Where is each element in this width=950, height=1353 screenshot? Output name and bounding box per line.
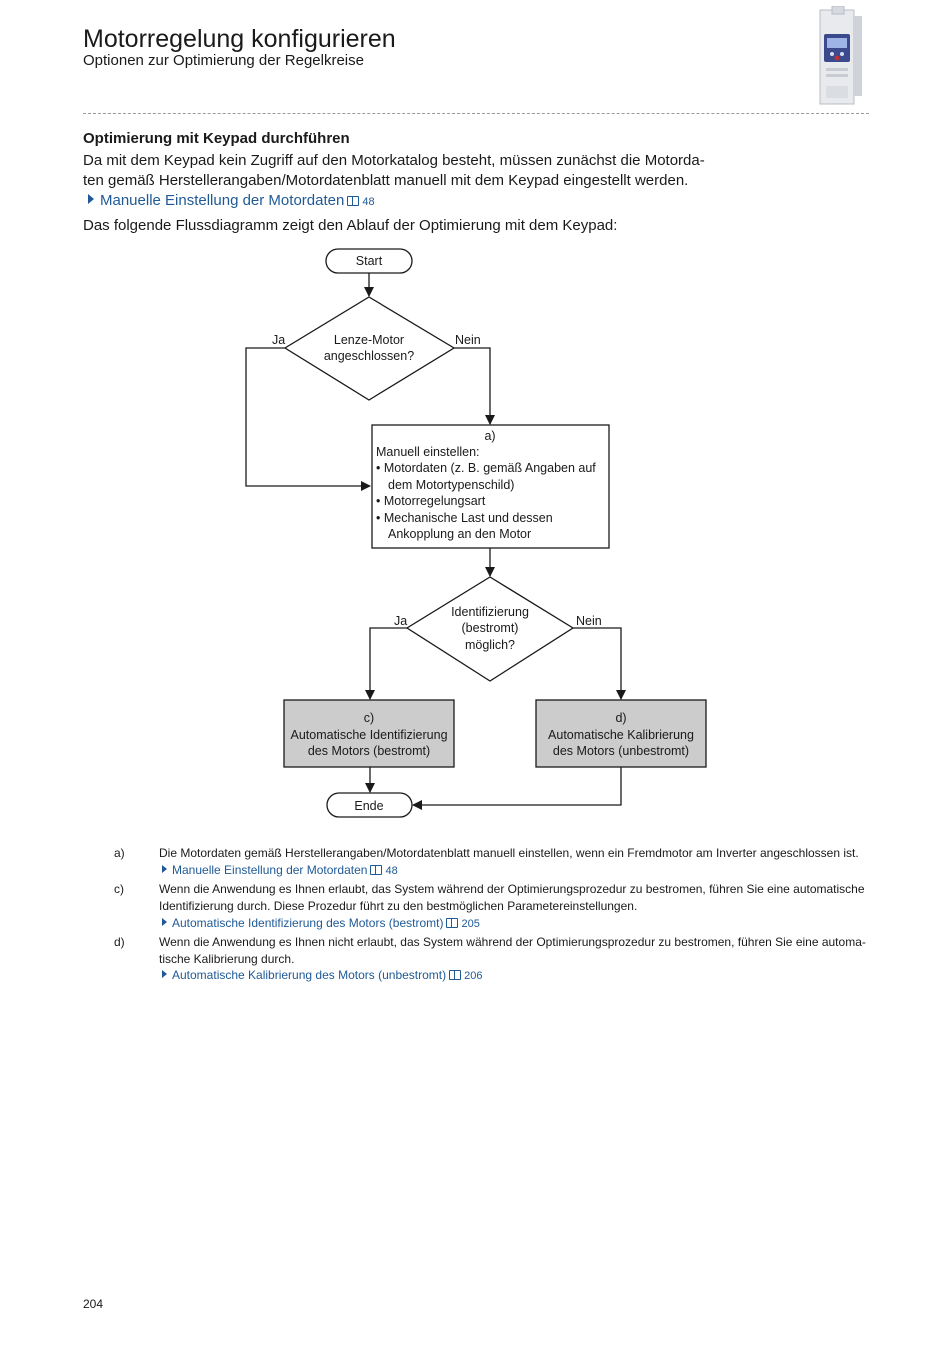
section-heading: Optimierung mit Keypad durchführen [83, 130, 350, 147]
box-a-line: Manuell einstellen: [376, 445, 480, 459]
note-link-d[interactable]: Automatische Kalibrierung des Motors (un… [162, 967, 482, 985]
intro-paragraph: Da mit dem Keypad kein Zugriff auf den M… [83, 151, 723, 191]
box-d-line: Automatische Kalibrierung [548, 728, 694, 742]
note-link-label: Manuelle Einstellung der Motordaten [172, 863, 368, 877]
box-a-line: • Mechanische Last und dessen [376, 511, 553, 525]
start-terminal [325, 248, 413, 274]
note-link-c[interactable]: Automatische Identifizierung des Motors … [162, 915, 480, 933]
note-link-page: 48 [385, 865, 398, 877]
connector-yes-to-a [245, 347, 371, 491]
intro-line: ten gemäß Herstellerangaben/Motordatenbl… [83, 172, 689, 189]
book-icon [370, 865, 383, 875]
box-a-line: • Motordaten (z. B. gemäß Angaben auf [376, 461, 596, 475]
note-link-label: Automatische Identifizierung des Motors … [172, 916, 444, 930]
note-line: Wenn die Anwendung es Ihnen erlaubt, das… [159, 882, 865, 896]
decision1-line: Lenze-Motor [334, 333, 404, 347]
note-line: Identifizierung durch. Diese Prozedur fü… [159, 899, 638, 913]
box-c-line: des Motors (bestromt) [308, 744, 430, 758]
decision2-line: Identifizierung [451, 605, 529, 619]
connector-d-end [412, 767, 622, 810]
process-box-c [283, 699, 455, 768]
decision2-no-label: Nein [576, 614, 602, 628]
decision-lenze-motor [283, 296, 456, 401]
inverter-device-image [819, 6, 862, 105]
decision2-yes-label: Ja [394, 614, 407, 628]
link-page: 48 [362, 196, 375, 208]
note-line: Wenn die Anwendung es Ihnen nicht erlaub… [159, 935, 866, 949]
box-c-line: Automatische Identifizierung [290, 728, 447, 742]
connector-yes-to-c [365, 627, 407, 700]
intro-line: Da mit dem Keypad kein Zugriff auf den M… [83, 152, 705, 169]
connector-no-to-a [454, 347, 495, 425]
note-text-a: Die Motordaten gemäß Herstellerangaben/M… [159, 845, 871, 862]
note-text-c: Wenn die Anwendung es Ihnen erlaubt, das… [159, 881, 871, 915]
note-letter-a: a) [114, 846, 125, 860]
decision2-line: möglich? [465, 638, 515, 652]
note-letter-d: d) [114, 935, 125, 949]
page-number: 204 [83, 1297, 104, 1311]
process-box-d [535, 699, 707, 768]
note-link-a[interactable]: Manuelle Einstellung der Motordaten 48 [162, 862, 398, 880]
end-label: Ende [354, 799, 383, 813]
flowchart-intro: Das folgende Flussdiagramm zeigt den Abl… [83, 217, 618, 234]
book-icon [449, 970, 462, 980]
box-d-line: des Motors (unbestromt) [553, 744, 689, 758]
decision1-no-label: Nein [455, 333, 481, 347]
decision2-line: (bestromt) [462, 621, 519, 635]
note-line: tische Kalibrierung durch. [159, 952, 295, 966]
box-c-line: c) [364, 711, 374, 725]
decision-identification [405, 576, 575, 682]
note-link-label: Automatische Kalibrierung des Motors (un… [172, 968, 447, 982]
decision1-line: angeschlossen? [324, 349, 414, 363]
decision1-yes-label: Ja [272, 333, 285, 347]
link-label: Manuelle Einstellung der Motordaten [100, 192, 345, 209]
box-a-label: a) [484, 429, 495, 443]
box-a-line: dem Motortypenschild) [388, 478, 514, 492]
note-link-page: 205 [461, 918, 480, 930]
page-title: Motorregelung konfigurieren [83, 25, 396, 53]
note-letter-c: c) [114, 882, 124, 896]
header-divider [83, 113, 869, 114]
note-line: Die Motordaten gemäß Herstellerangaben/M… [159, 846, 859, 860]
connector-no-to-d [573, 627, 626, 700]
book-icon [347, 196, 360, 206]
arrow-right-icon [88, 194, 94, 204]
box-d-line: d) [615, 711, 626, 725]
start-label: Start [356, 254, 383, 268]
process-box-a [371, 424, 610, 549]
arrow-right-icon [162, 970, 167, 978]
note-link-page: 206 [464, 970, 483, 982]
box-a-line: • Motorregelungsart [376, 494, 486, 508]
end-terminal [326, 792, 413, 818]
book-icon [446, 918, 459, 928]
note-text-d: Wenn die Anwendung es Ihnen nicht erlaub… [159, 934, 871, 968]
box-a-line: Ankopplung an den Motor [388, 527, 531, 541]
page-subtitle: Optionen zur Optimierung der Regelkreise [83, 52, 364, 69]
manual-motor-data-link[interactable]: Manuelle Einstellung der Motordaten 48 [88, 191, 375, 212]
arrow-right-icon [162, 918, 167, 926]
arrow-right-icon [162, 865, 167, 873]
